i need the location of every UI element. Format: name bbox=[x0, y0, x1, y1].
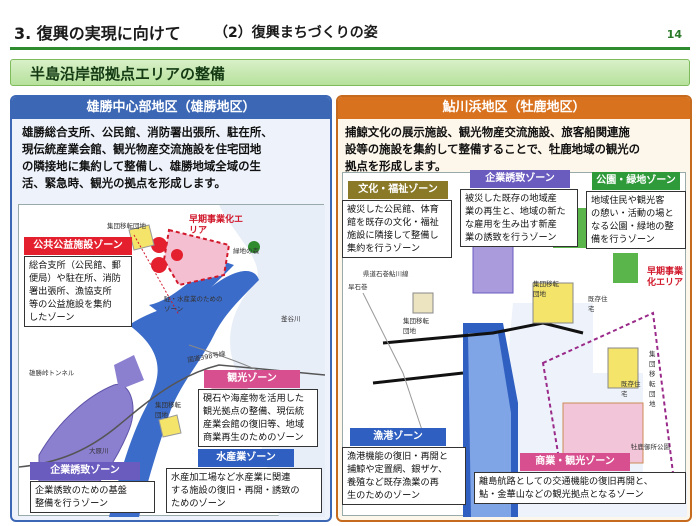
map-label-tunnel: 雄勝峠トンネル bbox=[29, 369, 75, 377]
zone-title-business-left: 企業誘致ゾーン bbox=[30, 462, 140, 480]
map-label-group-relocation-right-2: 集団移転団地 bbox=[403, 317, 429, 335]
map-label-town: 釜谷川 bbox=[281, 315, 301, 323]
zone-title-public: 公共公益施設ゾーン bbox=[24, 237, 132, 255]
map-label-group-relocation: 集団移転団地 bbox=[107, 222, 146, 230]
zone-box-business-right: 被災した既存の地域産業の再生と、地域の新たな雇用を生み出す新産業の誘致を行うゾー… bbox=[460, 189, 578, 247]
header-divider bbox=[10, 47, 690, 50]
zone-box-park: 地域住民や観光客の憩い・活動の場となる公園・緑地の整備を行うゾーン bbox=[586, 191, 686, 249]
section-title: 半島沿岸部拠点エリアの整備 bbox=[30, 65, 226, 83]
zone-title-fishery: 水産業ゾーン bbox=[198, 449, 294, 467]
map-label-group-relocation-right: 集団移転団地 bbox=[533, 280, 559, 298]
map-label-existing-housing-2: 既存住宅 bbox=[621, 380, 641, 398]
zone-title-tourism: 観光ゾーン bbox=[204, 370, 300, 388]
zone-title-culture: 文化・福祉ゾーン bbox=[348, 181, 448, 199]
map-label-existing-housing-1: 既存住宅 bbox=[588, 295, 608, 313]
zone-box-culture: 被災した公民館、体育館を既存の文化・福祉施設に隣接して整備し集約を行うゾーン bbox=[342, 200, 452, 258]
map-label-river: 大原川 bbox=[89, 447, 109, 455]
left-description: 雄勝総合支所、公民館、消防署出張所、駐在所、現伝統産業会館、観光物産交流施設を住… bbox=[22, 125, 273, 190]
page-number: 14 bbox=[666, 28, 682, 41]
map-label-park: 牡鹿御所公園 bbox=[631, 443, 670, 451]
map-label-early-area-right: 早期事業化エリア bbox=[647, 267, 684, 288]
page-title: 3. 復興の実現に向けて bbox=[14, 24, 181, 43]
zone-title-commerce: 商業・観光ゾーン bbox=[520, 453, 630, 471]
right-description: 捕鯨文化の展示施設、観光物産交流施設、旅客船関連施設等の施設を集約して整備するこ… bbox=[345, 125, 641, 173]
page-subtitle: （2）復興まちづくりの姿 bbox=[214, 25, 378, 41]
map-label-group-relocation-2: 集団移転団地 bbox=[155, 401, 181, 419]
zone-title-business-right: 企業誘致ゾーン bbox=[470, 170, 570, 188]
zone-box-business-left: 企業誘致のための基盤整備を行うゾーン bbox=[30, 481, 155, 513]
map-label-group-relocation-right-3: 集団移転団地 bbox=[649, 350, 656, 408]
zone-box-fishing: 漁港機能の復旧・再開と捕鯨や定置網、銀ザケ、養殖など既存漁業の再生のためのゾーン bbox=[342, 447, 466, 505]
zone-box-fishery: 水産加工場など水産業に関連する施設の復旧・再開・誘致のためのゾーン bbox=[166, 468, 322, 513]
map-label-early-area: 早期事業化エリア bbox=[189, 215, 244, 236]
zone-box-commerce: 離島航路としての交通機能の復旧再開と、鮎・金華山などの観光拠点となるゾーン bbox=[474, 472, 686, 504]
zone-title-fishing: 漁港ゾーン bbox=[350, 428, 446, 446]
right-panel-heading: 鮎川浜地区（牡鹿地区） bbox=[338, 97, 690, 119]
zone-box-public: 総合支所（公民館、郵便局）や駐在所、消防署出張所、漁協支所等の公益施設を集約した… bbox=[24, 256, 132, 327]
zone-title-park: 公園・緑地ゾーン bbox=[592, 172, 680, 190]
map-label-prefectural-road: 県道石巻鮎川線 bbox=[363, 270, 409, 278]
map-label-mountain: 旱石巻 bbox=[348, 283, 368, 291]
zone-box-tourism: 硯石や海産物を活用した観光拠点の整備、現伝統産業会館の復旧等、地域商業再生のため… bbox=[198, 389, 318, 447]
left-panel-heading: 雄勝中心部地区（雄勝地区） bbox=[12, 97, 330, 119]
section-bar bbox=[10, 59, 690, 86]
map-label-green: 緑地の森 bbox=[233, 247, 259, 255]
map-label-fish-note: 駐・水産業のためのゾーン bbox=[164, 295, 223, 313]
